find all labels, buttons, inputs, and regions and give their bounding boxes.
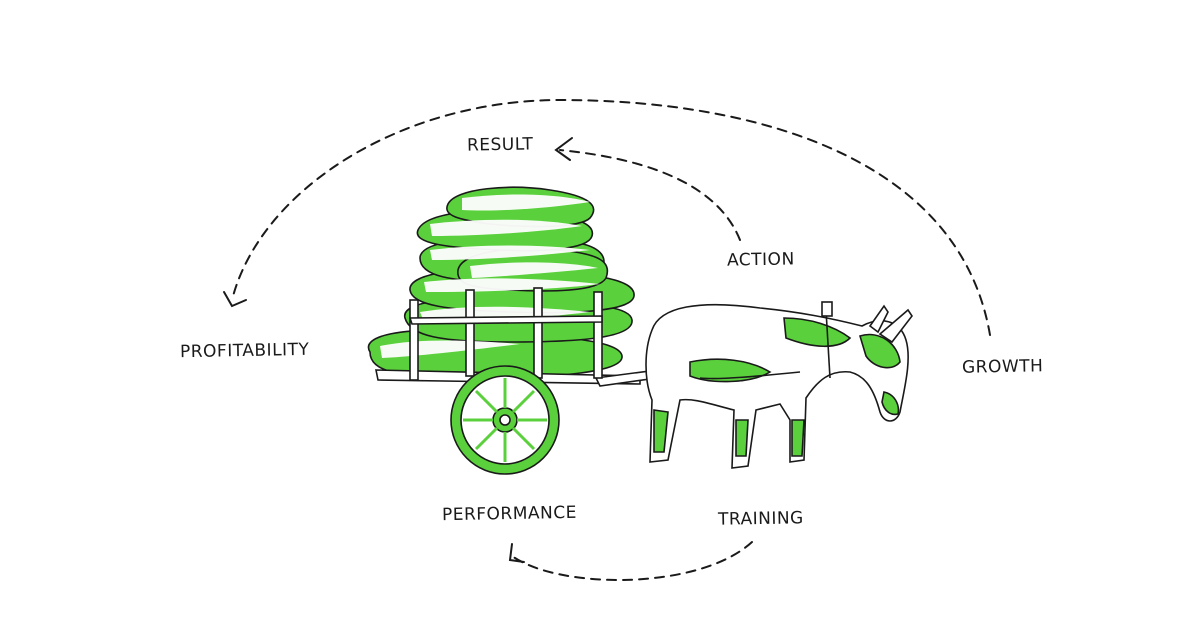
growth-label: GROWTH [961, 356, 1044, 378]
outer-arrowhead-icon [223, 291, 247, 308]
profitability-label: PROFITABILITY [179, 339, 310, 363]
action-label: ACTION [726, 249, 795, 271]
outer-cycle-arrow [231, 98, 991, 336]
performance-label: PERFORMANCE [441, 502, 578, 526]
performance-arrowhead-icon [508, 543, 525, 563]
training-to-performance-arrow [511, 541, 753, 581]
action-to-result-arrow [559, 149, 741, 241]
result-arrowhead-icon [554, 137, 573, 161]
result-label: RESULT [466, 134, 534, 156]
donkey-pulling-cart-icon [367, 186, 913, 475]
training-label: TRAINING [717, 508, 804, 530]
